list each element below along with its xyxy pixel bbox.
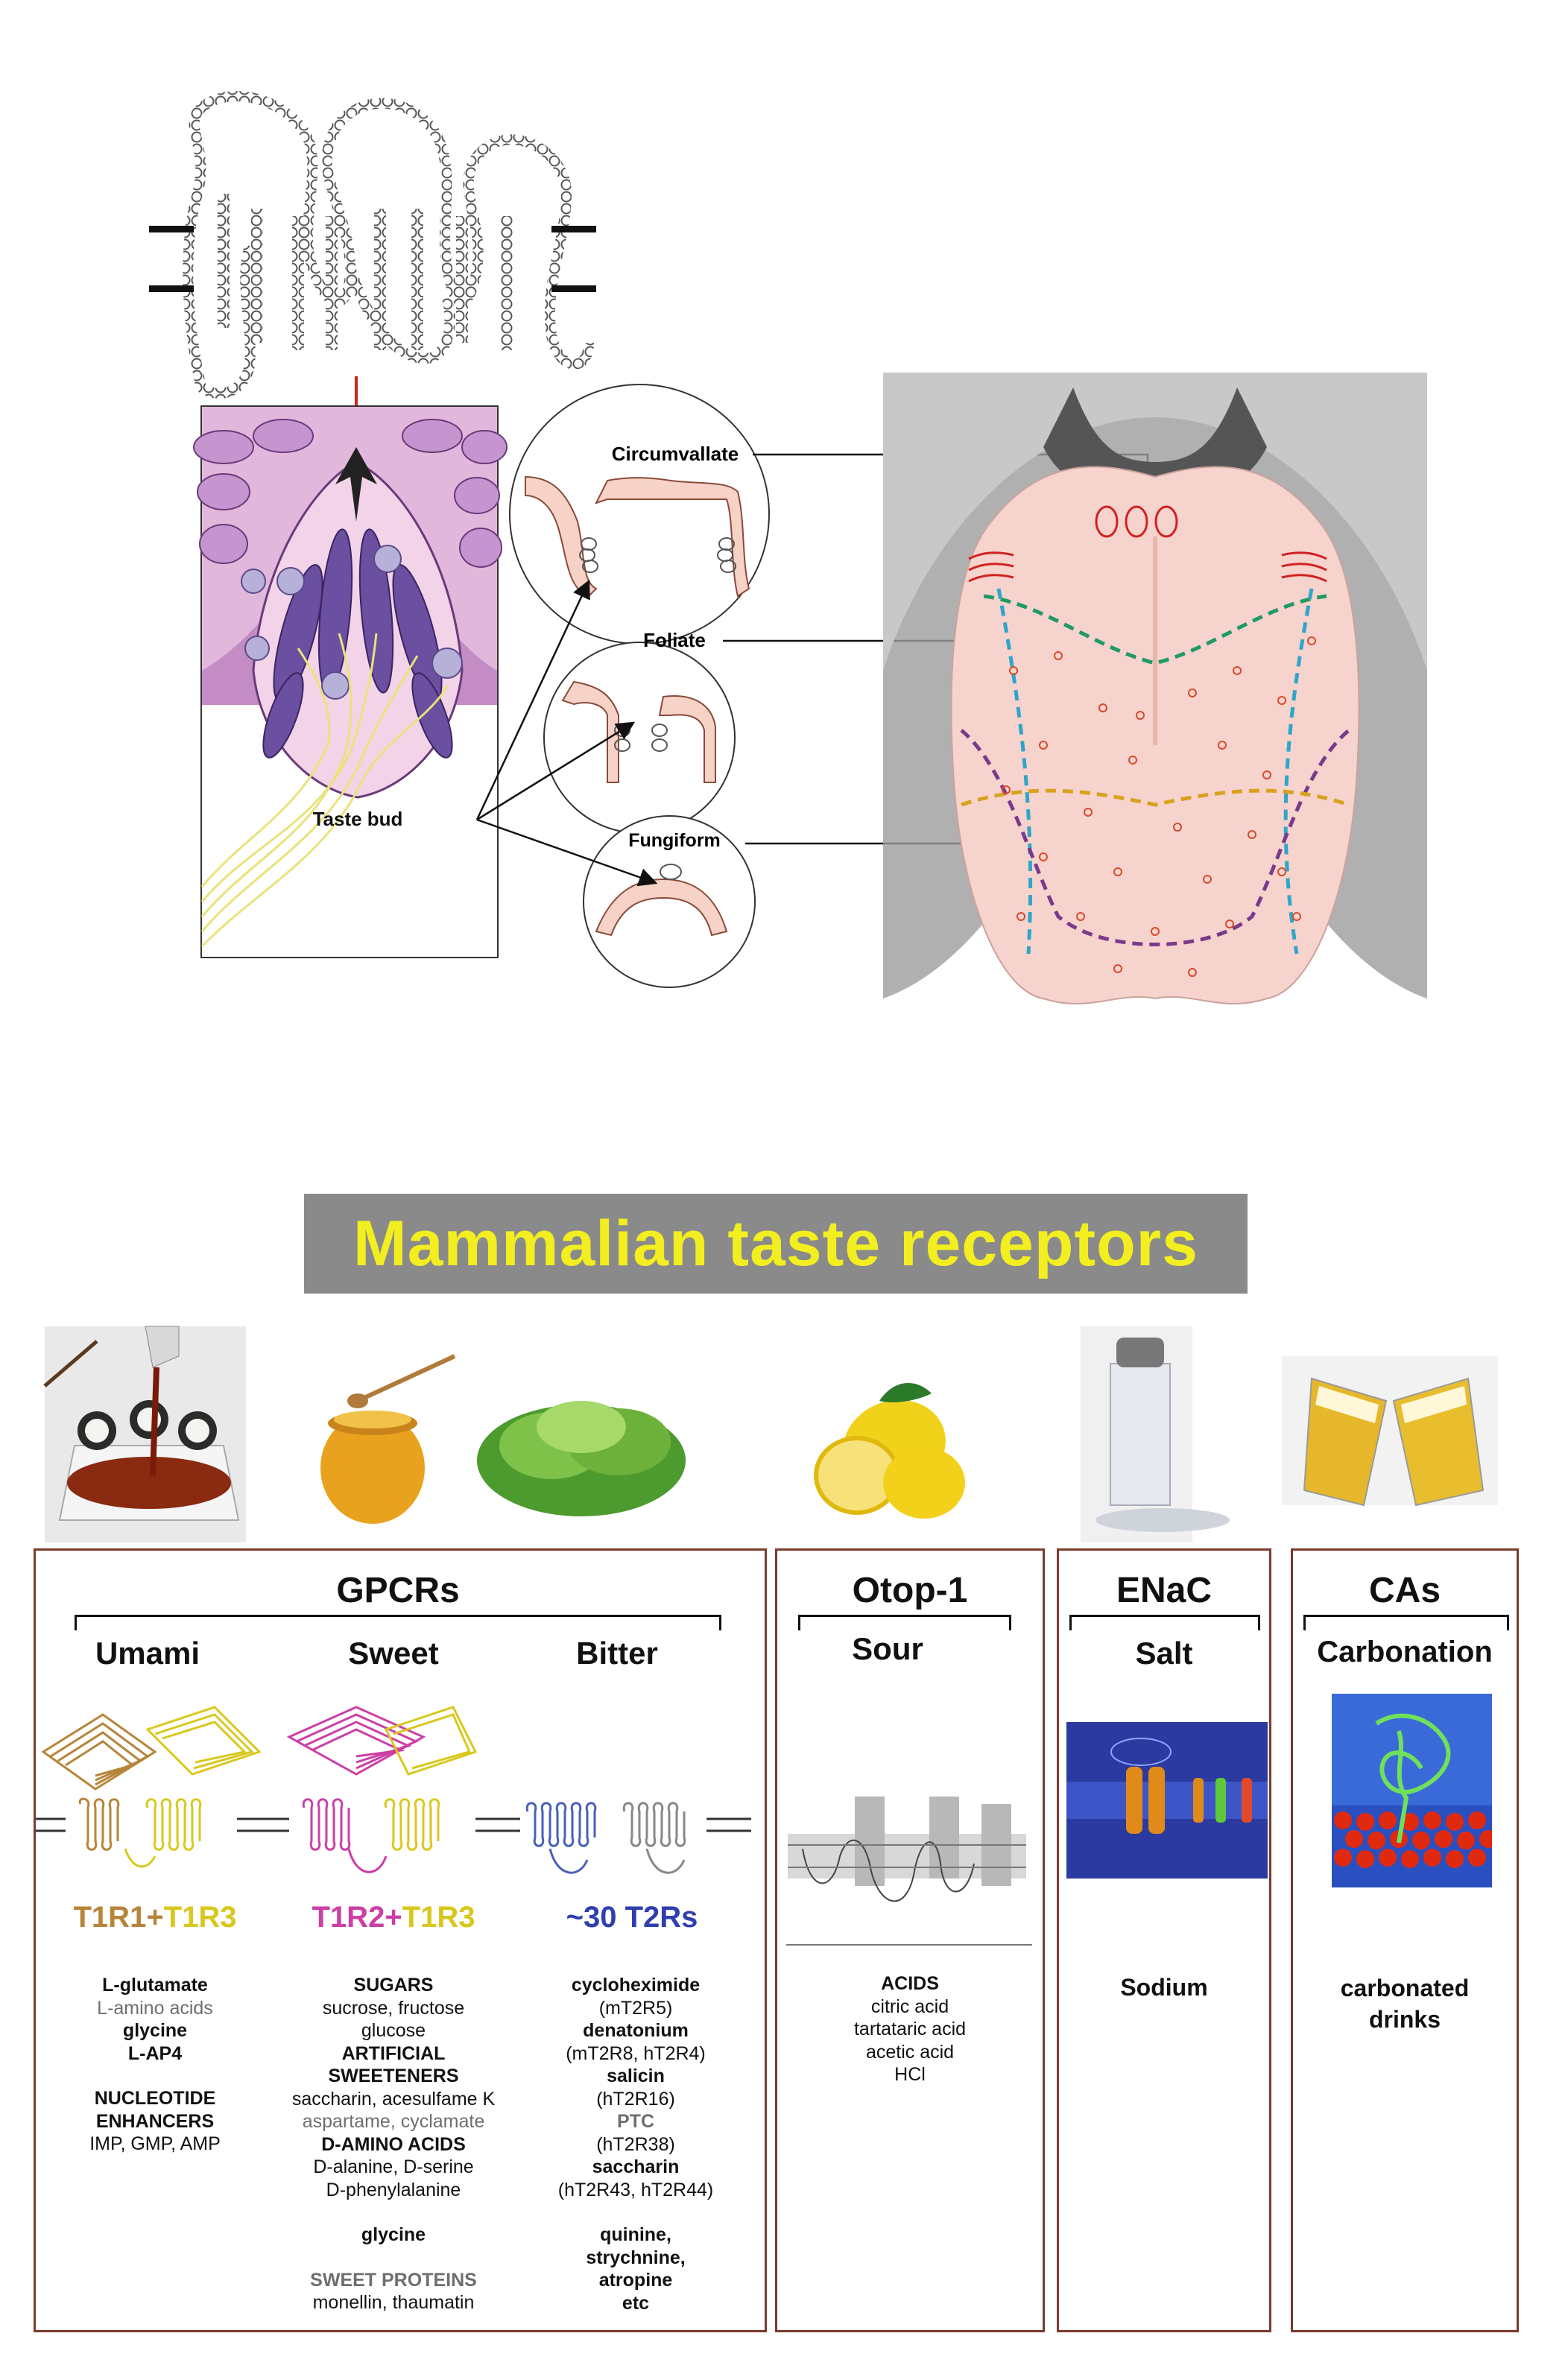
sodium-ligand: Sodium [1120,1974,1208,2001]
endive-image [477,1401,686,1516]
ligand-line: L-glutamate [102,1975,208,1996]
ligand-spacer [66,2065,244,2087]
ligand-line: glycine [122,2020,188,2041]
ligand-line: (hT2R38) [596,2133,675,2155]
otop1-header: Otop-1 [852,1571,968,1610]
gpcr-bracket [75,1615,721,1630]
otop1-structure-image [788,1797,1026,1902]
anatomy-diagram: Taste bud Circumvallate Foliate Fungifor… [149,91,1427,1004]
umami-label: Umami [95,1636,200,1671]
sweet-receptor-name: T1R2+T1R3 [312,1901,475,1934]
page-title: Mammalian taste receptors [353,1207,1198,1279]
ligand-line: ACIDS [881,1973,939,1994]
ligand-line: L-amino acids [97,1997,213,2019]
ligand-line: NUCLEOTIDE [94,2088,216,2109]
cas-header: CAs [1368,1571,1441,1610]
soy-sushi-image [43,1326,246,1542]
gpcr-receptor-illustrations [36,1706,751,1874]
bitter-receptor-name: ~30 T2Rs [566,1901,698,1934]
ligand-line: quinine, [600,2224,671,2245]
ligand-line: glycine [361,2224,426,2245]
ligand-line: IMP, GMP, AMP [89,2133,221,2154]
ligand-line: SWEETENERS [328,2066,459,2086]
ligand-line: citric acid [870,1996,949,2017]
otop1-divider [786,1944,1032,1946]
carbonation-label: Carbonation [1317,1636,1493,1668]
champagne-image [1282,1356,1498,1507]
enac-panel: ENaC Salt Sodium [1057,1548,1271,2332]
ligand-line: saccharin, acesulfame K [291,2088,496,2110]
bitter-label: Bitter [576,1636,658,1671]
ligand-line: atropine [598,2270,673,2291]
t1r2-receptor-shape [286,1706,426,1873]
ligand-line: (hT2R16) [596,2088,675,2110]
ligand-spacer [267,2201,520,2224]
ligand-line: monellin, thaumatin [312,2292,475,2313]
ligand-line: PTC [617,2111,654,2132]
ligand-line: SWEET PROTEINS [310,2269,477,2291]
cas-panel: CAs Carbonation carbonated drinks [1291,1548,1519,2332]
ligand-line: D-phenylalanine [326,2179,461,2200]
ligand-spacer [267,2247,520,2269]
t1r3-umami-receptor-shape [124,1706,262,1868]
ligand-line: strychnine, [586,2247,686,2268]
enac-bracket [1069,1615,1260,1630]
tongue-illustration [883,373,1427,1004]
t2r-receptor-shape-gray [622,1802,686,1874]
salt-label: Salt [1135,1636,1193,1671]
gpcr-bead-model [149,91,596,399]
carbonated-drinks-ligand: carbonated drinks [1340,1975,1470,2033]
gpcr-header: GPCRs [336,1571,460,1610]
ligand-line: D-alanine, D-serine [313,2156,474,2177]
food-images [43,1326,1498,1542]
taste-bud-section: Taste bud [193,405,508,958]
carbonic-anhydrase-image [1332,1694,1492,1887]
t1r1-receptor-shape [41,1713,157,1851]
gpcr-panel: GPCRs Umami Sweet Bitter [34,1548,767,2332]
ligand-line: D-AMINO ACIDS [321,2133,466,2155]
t2r-receptor-shape-blue [525,1802,597,1874]
title-banner: Mammalian taste receptors [304,1194,1248,1294]
t1r3-sweet-receptor-shape [384,1706,478,1851]
ligand-line: (hT2R43, hT2R44) [557,2179,714,2200]
lemon-image [814,1383,965,1519]
ligand-line: SUGARS [353,1975,434,1996]
ligand-line: HCl [894,2064,926,2085]
umami-receptor-name: T1R1+T1R3 [73,1901,237,1934]
ligand-line: etc [622,2292,650,2314]
label-fungiform: Fungiform [628,830,721,851]
ligand-line: salicin [607,2066,665,2086]
ligand-line: aspartame, cyclamate [302,2111,485,2132]
label-circumvallate: Circumvallate [612,443,739,465]
ligand-line: cycloheximide [571,1975,701,1996]
ligand-spacer [528,2201,744,2224]
ligand-line: tartataric acid [853,2019,967,2039]
enac-structure-image [1066,1722,1268,1879]
ligand-line: saccharin [592,2156,680,2177]
ligand-line: denatonium [583,2020,689,2041]
sweet-label: Sweet [348,1636,439,1671]
label-foliate: Foliate [643,629,706,651]
sour-label: Sour [852,1631,923,1666]
salt-shaker-image [1081,1326,1230,1542]
bitter-ligands: cycloheximide(mT2R5)denatonium(mT2R8, hT… [528,1974,744,2314]
label-taste-bud: Taste bud [313,808,403,830]
ligand-line: sucrose, fructose [322,1997,465,2019]
honey-jar-image [320,1354,456,1524]
otop1-bracket [798,1615,1011,1630]
ligand-line: ENHANCERS [95,2110,215,2132]
ligand-line: acetic acid [865,2041,955,2063]
enac-header: ENaC [1116,1571,1213,1610]
ligand-line: glucose [361,2020,426,2041]
ligand-line: L-AP4 [127,2042,183,2064]
ligand-line: (mT2R8, hT2R4) [566,2042,706,2064]
cas-bracket [1303,1615,1509,1630]
ligand-line: ARTIFICIAL [341,2042,446,2064]
ligand-line: (mT2R5) [598,1997,673,2019]
